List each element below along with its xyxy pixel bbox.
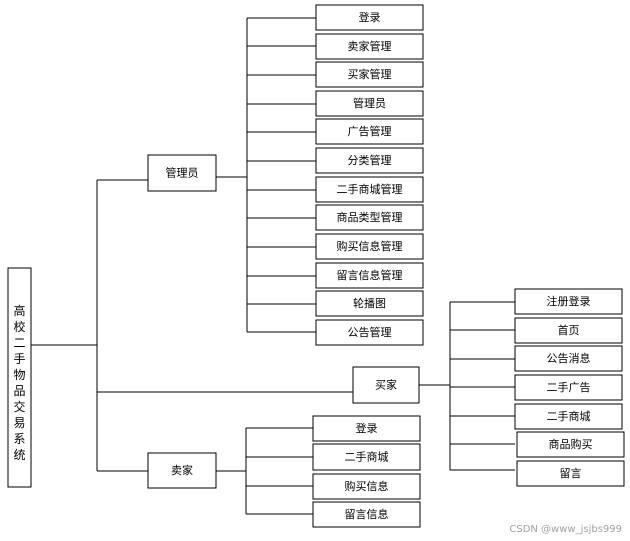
admin-item: 公告管理	[315, 319, 424, 346]
admin-item: 买家管理	[315, 61, 424, 88]
admin-items: 登录 卖家管理 买家管理 管理员 广告管理 分类管理 二手商城管理 商品类型管理…	[315, 4, 424, 346]
buyer-item: 商品购买	[516, 431, 625, 458]
watermark: CSDN @www_jsjbs999	[509, 524, 622, 535]
buyer-items: 注册登录 首页 公告消息 二手广告 二手商城 商品购买 留言	[514, 288, 625, 487]
seller-item-label: 二手商城	[345, 450, 389, 464]
admin-item: 留言信息管理	[315, 262, 424, 289]
admin-item-label: 二手商城管理	[337, 182, 403, 196]
admin-item-label: 卖家管理	[348, 39, 392, 53]
seller-node: 卖家	[147, 452, 217, 489]
admin-item-label: 轮播图	[353, 296, 386, 310]
admin-item: 购买信息管理	[315, 233, 424, 260]
admin-item: 登录	[315, 4, 424, 31]
admin-item: 卖家管理	[315, 33, 424, 60]
admin-item-label: 留言信息管理	[337, 268, 403, 282]
buyer-item: 二手广告	[514, 374, 623, 401]
seller-item: 留言信息	[312, 501, 421, 528]
buyer-item-label: 留言	[560, 467, 582, 480]
admin-node: 管理员	[147, 154, 217, 192]
seller-item: 购买信息	[312, 473, 421, 500]
seller-item: 二手商城	[312, 443, 421, 471]
root-char: 交	[13, 399, 25, 414]
admin-item-label: 管理员	[353, 96, 386, 110]
admin-item: 广告管理	[315, 118, 424, 145]
root-node: 高 校 二 手 物 品 交 易 系 统	[7, 267, 32, 488]
root-char: 校	[13, 319, 25, 334]
admin-item: 二手商城管理	[315, 176, 424, 203]
buyer-item: 留言	[516, 460, 625, 487]
admin-item: 管理员	[315, 90, 424, 117]
admin-item: 分类管理	[315, 147, 424, 174]
buyer-item-label: 二手广告	[547, 380, 591, 394]
seller-item: 登录	[312, 415, 421, 442]
buyer-label: 买家	[375, 378, 397, 392]
admin-item-label: 公告管理	[348, 325, 392, 339]
buyer-item: 公告消息	[514, 345, 623, 372]
admin-item: 轮播图	[315, 290, 424, 317]
root-char: 品	[13, 384, 25, 398]
admin-item-label: 分类管理	[348, 153, 392, 167]
seller-item-label: 购买信息	[345, 479, 389, 493]
admin-item-label: 广告管理	[348, 124, 392, 138]
root-char: 统	[13, 448, 25, 462]
buyer-node: 买家	[352, 366, 420, 404]
root-char: 高	[13, 303, 25, 318]
admin-label: 管理员	[166, 166, 199, 180]
root-char: 系	[13, 432, 25, 446]
seller-item-label: 留言信息	[345, 507, 389, 521]
admin-item-label: 登录	[359, 10, 381, 24]
seller-label: 卖家	[171, 463, 193, 477]
buyer-item: 二手商城	[514, 403, 623, 430]
buyer-item-label: 二手商城	[547, 409, 591, 423]
buyer-item-label: 首页	[558, 323, 580, 337]
root-char: 手	[13, 352, 25, 366]
admin-item-label: 买家管理	[348, 67, 392, 81]
buyer-item-label: 商品购买	[549, 437, 593, 451]
admin-item-label: 购买信息管理	[337, 239, 403, 253]
buyer-item-label: 注册登录	[547, 294, 591, 308]
buyer-item: 注册登录	[514, 288, 623, 315]
seller-items: 登录 二手商城 购买信息 留言信息	[312, 415, 421, 528]
root-char: 二	[13, 336, 25, 350]
connectors	[31, 17, 515, 515]
buyer-item-label: 公告消息	[547, 351, 591, 365]
seller-item-label: 登录	[356, 421, 378, 435]
buyer-item: 首页	[514, 317, 623, 344]
root-char: 物	[13, 368, 25, 382]
admin-item: 商品类型管理	[315, 204, 424, 231]
admin-item-label: 商品类型管理	[337, 210, 403, 224]
root-char: 易	[13, 416, 25, 430]
